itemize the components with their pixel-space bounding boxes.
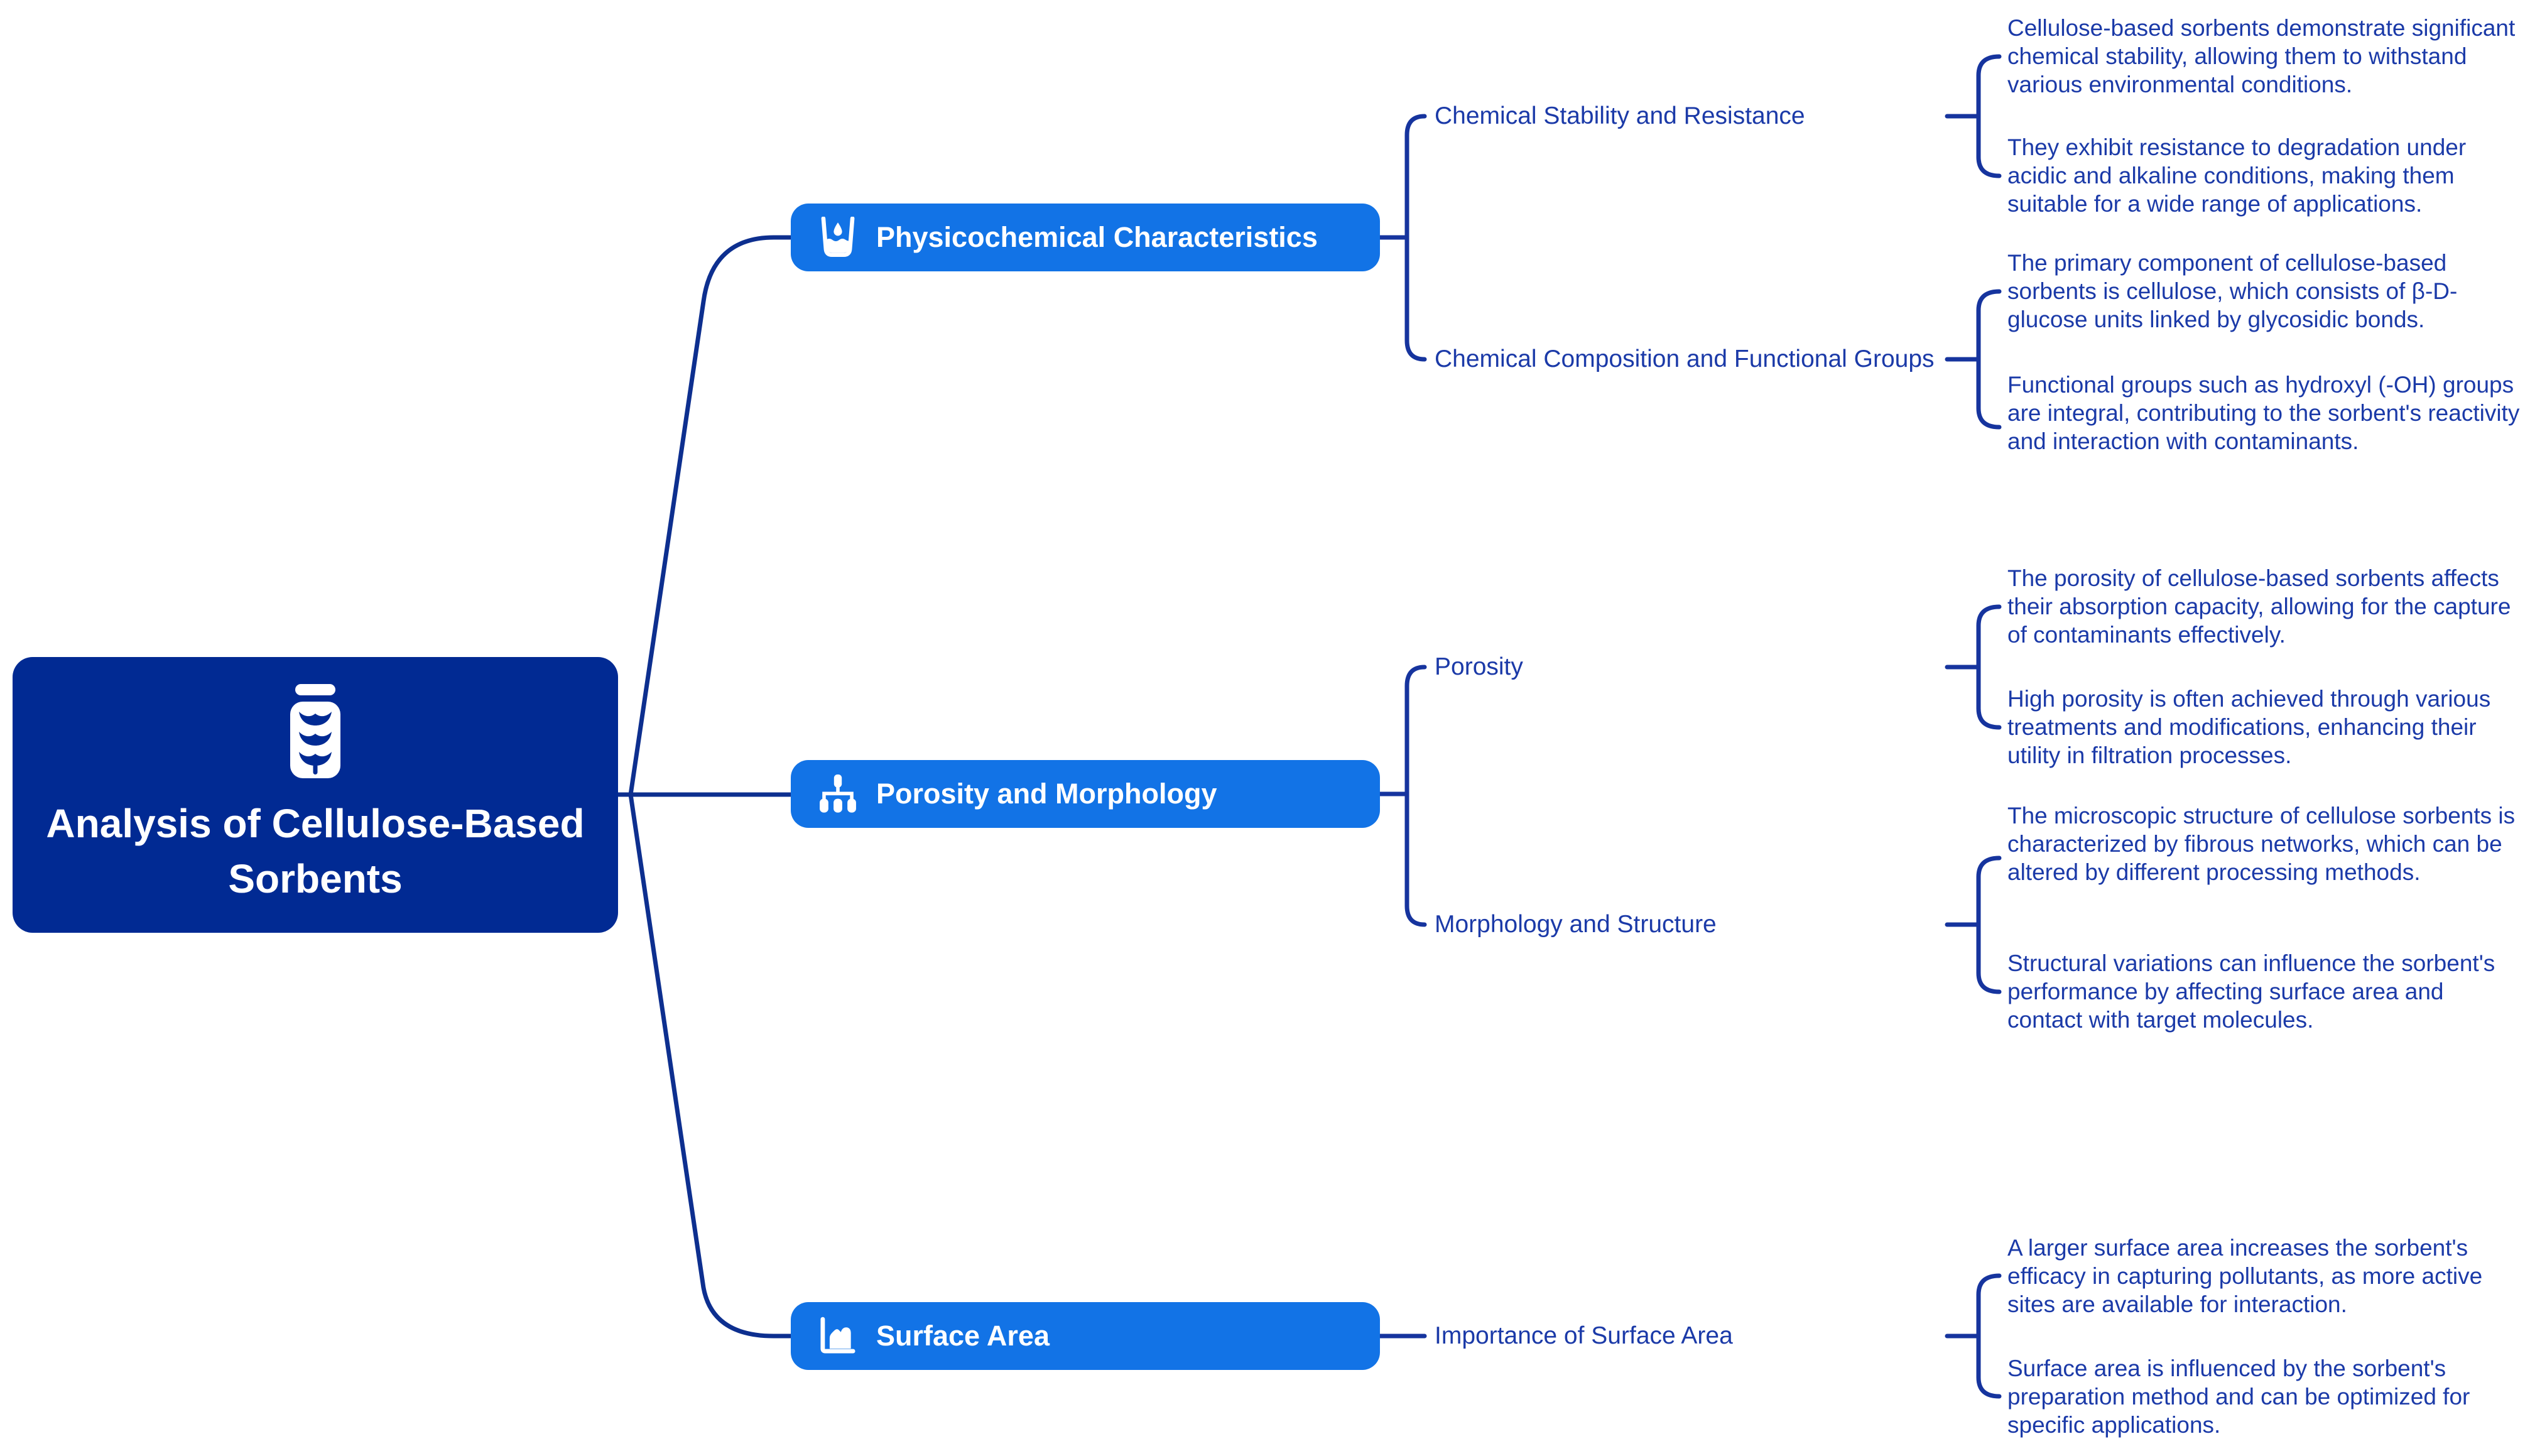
note-porosity-2[interactable]: High porosity is often achieved through … — [2007, 686, 2491, 768]
topic-importance-surface-area[interactable]: Importance of Surface Area — [1435, 1322, 1733, 1349]
note-morphology-1[interactable]: The microscopic structure of cellulose s… — [2007, 803, 2516, 885]
branch-porosity-morphology[interactable]: Porosity and Morphology — [791, 760, 1380, 828]
beaker-droplet-icon — [821, 217, 855, 258]
note-morphology-2[interactable]: Structural variations can influence the … — [2007, 950, 2495, 1033]
branch-physicochemical[interactable]: Physicochemical Characteristics — [791, 204, 1380, 271]
sorbent-jar-icon — [290, 683, 340, 778]
hierarchy-icon — [820, 774, 856, 813]
note-chemical-composition-1[interactable]: The primary component of cellulose-based… — [2007, 250, 2458, 332]
topic-chemical-stability[interactable]: Chemical Stability and Resistance — [1435, 102, 1805, 129]
note-porosity-1[interactable]: The porosity of cellulose-based sorbents… — [2007, 565, 2511, 648]
branch-title: Surface Area — [876, 1320, 1050, 1352]
branch-surface-area[interactable]: Surface Area — [791, 1302, 1380, 1370]
bracket-connectors — [1377, 54, 2002, 1399]
note-surface-area-2[interactable]: Surface area is influenced by the sorben… — [2007, 1355, 2470, 1438]
root-title: Analysis of Cellulose-Based Sorbents — [46, 800, 585, 901]
root-branch-curves — [616, 235, 793, 1339]
topic-morphology-structure[interactable]: Morphology and Structure — [1435, 911, 1717, 938]
note-chemical-stability-2[interactable]: They exhibit resistance to degradation u… — [2007, 134, 2467, 217]
area-chart-icon — [820, 1317, 855, 1354]
note-chemical-composition-2[interactable]: Functional groups such as hydroxyl (-OH)… — [2007, 372, 2520, 454]
branch-title: Physicochemical Characteristics — [876, 221, 1318, 253]
topic-porosity[interactable]: Porosity — [1435, 653, 1523, 680]
branch-title: Porosity and Morphology — [876, 778, 1217, 810]
topic-chemical-composition[interactable]: Chemical Composition and Functional Grou… — [1435, 345, 1935, 372]
note-surface-area-1[interactable]: A larger surface area increases the sorb… — [2007, 1235, 2483, 1317]
note-chemical-stability-1[interactable]: Cellulose-based sorbents demonstrate sig… — [2007, 15, 2516, 97]
root-node[interactable]: Analysis of Cellulose-Based Sorbents — [13, 657, 618, 933]
